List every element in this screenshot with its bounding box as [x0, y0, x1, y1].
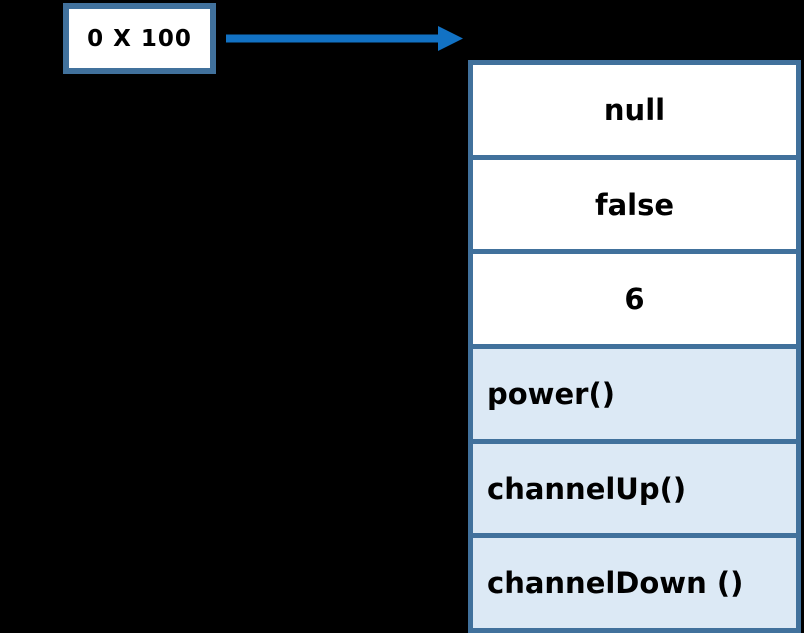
method-label: channelDown () — [487, 566, 744, 601]
property-value: null — [603, 92, 666, 127]
property-value: false — [594, 187, 675, 222]
method-cell: power() — [473, 349, 796, 439]
method-label: channelUp() — [487, 471, 687, 506]
memory-address-label: 0 X 100 — [87, 25, 192, 52]
property-cell: 6 — [473, 254, 796, 345]
property-value: 6 — [624, 282, 645, 317]
method-label: power() — [487, 376, 615, 411]
object-table: null false 6 power() channelUp() channel… — [468, 60, 801, 633]
pointer-arrow-icon — [226, 26, 463, 51]
method-cell: channelUp() — [473, 443, 796, 534]
memory-address-box: 0 X 100 — [63, 3, 216, 74]
property-cell: null — [473, 65, 796, 155]
property-cell: false — [473, 159, 796, 250]
method-cell: channelDown () — [473, 538, 796, 629]
